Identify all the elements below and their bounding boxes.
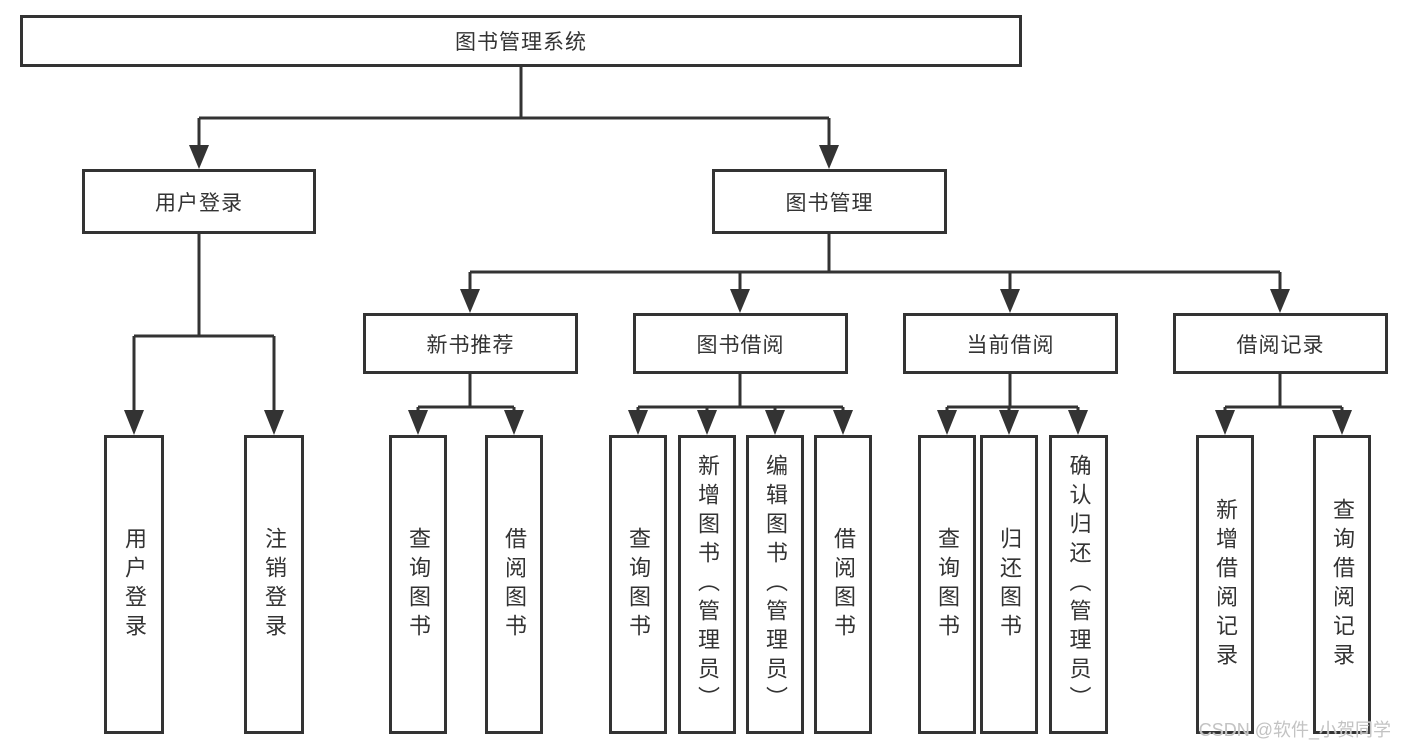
leaf-query-books-recommend: 查询图书 xyxy=(389,435,447,734)
connector-root xyxy=(197,67,831,148)
node-new-book-recommend: 新书推荐 xyxy=(363,313,578,374)
arrowhead xyxy=(124,410,144,435)
csdn-watermark: CSDN @软件_小贺同学 xyxy=(1198,720,1391,740)
leaf-logout: 注销登录 xyxy=(244,435,304,734)
arrowheads xyxy=(124,145,1352,435)
arrowhead xyxy=(999,410,1019,435)
leaf-logout-label: 注销登录 xyxy=(262,526,287,643)
connector-book-mgmt xyxy=(468,234,1282,291)
arrowhead xyxy=(189,145,209,169)
node-borrow-records: 借阅记录 xyxy=(1173,313,1388,374)
arrowhead xyxy=(628,410,648,435)
node-book-borrow: 图书借阅 xyxy=(633,313,848,374)
leaf-borrow-books: 借阅图书 xyxy=(814,435,872,734)
leaf-query-borrow-record-label: 查询借阅记录 xyxy=(1330,497,1355,672)
node-library-management-system: 图书管理系统 xyxy=(20,15,1022,67)
leaf-borrow-books-recommend-label: 借阅图书 xyxy=(502,526,527,643)
arrowhead xyxy=(408,410,428,435)
arrowhead xyxy=(1000,289,1020,313)
leaf-return-book-label: 归还图书 xyxy=(997,526,1022,643)
arrowhead xyxy=(1068,410,1088,435)
leaf-add-book-admin: 新增图书（管理员） xyxy=(678,435,736,734)
leaf-add-book-admin-label: 新增图书（管理员） xyxy=(695,454,720,715)
arrowhead xyxy=(730,289,750,313)
leaf-query-books-recommend-label: 查询图书 xyxy=(406,526,431,643)
arrowhead xyxy=(1215,410,1235,435)
arrowhead xyxy=(1270,289,1290,313)
arrowhead xyxy=(264,410,284,435)
leaf-edit-book-admin-label: 编辑图书（管理员） xyxy=(763,454,788,715)
leaf-query-books-borrow-label: 查询图书 xyxy=(626,526,651,643)
leaf-confirm-return-admin: 确认归还（管理员） xyxy=(1049,435,1108,734)
connector-new-book-rec xyxy=(416,374,516,412)
arrowhead xyxy=(765,410,785,435)
node-book-management: 图书管理 xyxy=(712,169,947,234)
node-current-borrow: 当前借阅 xyxy=(903,313,1118,374)
leaf-query-books-current-label: 查询图书 xyxy=(935,526,960,643)
leaf-query-books-current: 查询图书 xyxy=(918,435,976,734)
leaf-user-login: 用户登录 xyxy=(104,435,164,734)
leaf-return-book: 归还图书 xyxy=(980,435,1038,734)
leaf-edit-book-admin: 编辑图书（管理员） xyxy=(746,435,804,734)
leaf-add-borrow-record-label: 新增借阅记录 xyxy=(1213,497,1238,672)
leaf-query-borrow-record: 查询借阅记录 xyxy=(1313,435,1371,734)
arrowhead xyxy=(819,145,839,169)
leaf-add-borrow-record: 新增借阅记录 xyxy=(1196,435,1254,734)
connector-user-login xyxy=(132,234,276,412)
leaf-query-books-borrow: 查询图书 xyxy=(609,435,667,734)
arrowhead xyxy=(1332,410,1352,435)
node-user-login: 用户登录 xyxy=(82,169,316,234)
arrowhead xyxy=(504,410,524,435)
arrowhead xyxy=(460,289,480,313)
arrowhead xyxy=(937,410,957,435)
leaf-confirm-return-admin-label: 确认归还（管理员） xyxy=(1066,454,1092,715)
connector-current-borrow xyxy=(945,374,1080,412)
leaf-user-login-label: 用户登录 xyxy=(122,526,147,643)
arrowhead xyxy=(697,410,717,435)
leaf-borrow-books-recommend: 借阅图书 xyxy=(485,435,543,734)
connector-borrow-records xyxy=(1223,374,1344,412)
leaf-borrow-books-label: 借阅图书 xyxy=(831,526,856,643)
connector-book-borrow xyxy=(636,374,845,412)
arrowhead xyxy=(833,410,853,435)
